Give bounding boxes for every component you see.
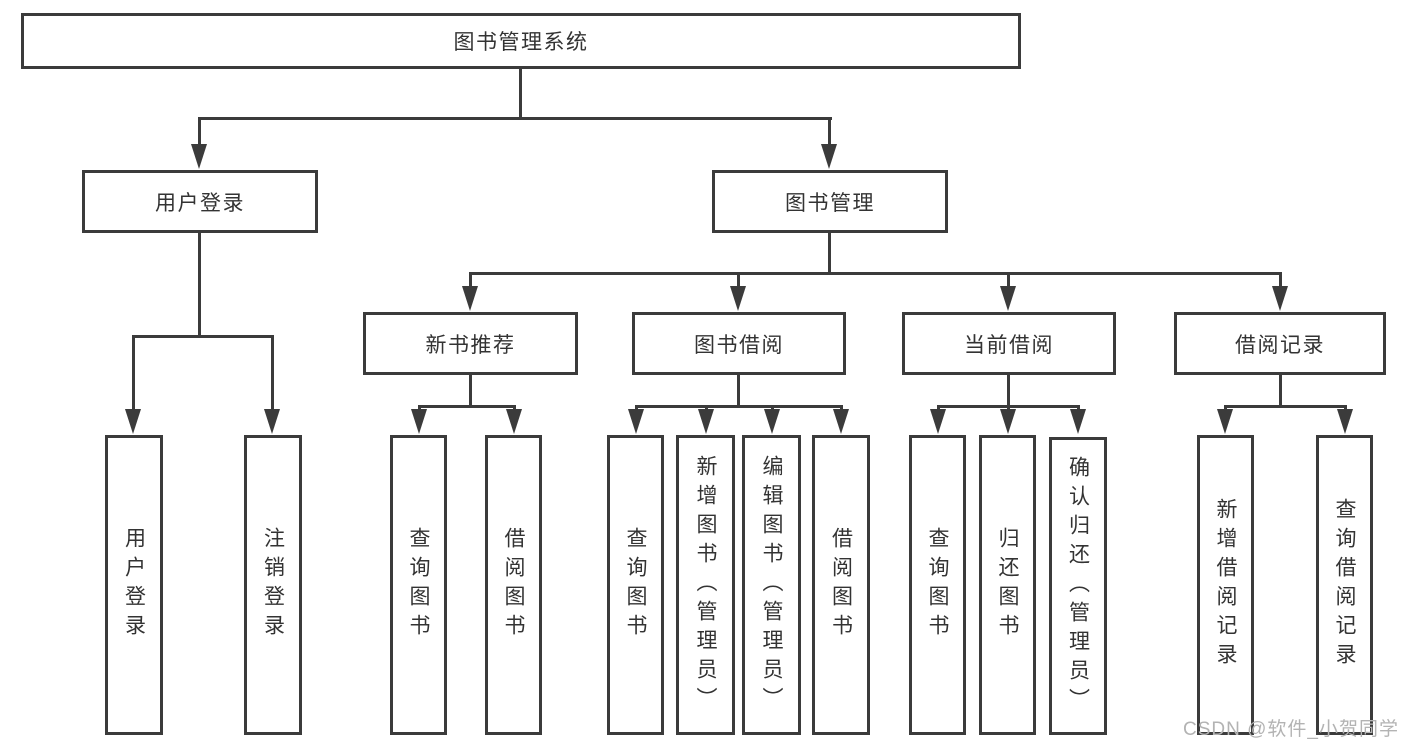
connector-line [198, 117, 832, 120]
connector-line [132, 335, 135, 411]
connector-line [1279, 272, 1282, 288]
leaf-bb-query-books: 查询图书 [607, 435, 664, 735]
arrow-down-icon [698, 409, 714, 434]
arrow-down-icon [1272, 286, 1288, 311]
leaf-br-add-record: 新增借阅记录 [1197, 435, 1254, 735]
arrow-down-icon [833, 409, 849, 434]
arrow-down-icon [1000, 409, 1016, 434]
leaf-nr-query-books-label: 查询图书 [407, 527, 430, 643]
leaf-cb-query-books-label: 查询图书 [926, 527, 949, 643]
node-root-label: 图书管理系统 [453, 31, 589, 54]
connector-line [1007, 375, 1010, 408]
arrow-down-icon [1217, 409, 1233, 434]
leaf-user-login: 用户登录 [105, 435, 163, 735]
arrow-down-icon [821, 144, 837, 169]
leaf-cb-query-books: 查询图书 [909, 435, 966, 735]
connector-line [469, 272, 472, 288]
node-borrowing-records: 借阅记录 [1174, 312, 1386, 375]
leaf-br-query-record: 查询借阅记录 [1316, 435, 1373, 735]
leaf-user-login-label: 用户登录 [122, 527, 146, 643]
connector-line [828, 233, 831, 275]
leaf-bb-add-books-label: 新增图书（管理员） [694, 454, 717, 716]
arrow-down-icon [264, 409, 280, 434]
node-borrowing-records-label: 借阅记录 [1235, 333, 1325, 357]
node-user-login-label: 用户登录 [155, 191, 245, 215]
connector-line [198, 233, 201, 338]
arrow-down-icon [1070, 409, 1086, 434]
arrow-down-icon [764, 409, 780, 434]
leaf-nr-borrow-books: 借阅图书 [485, 435, 542, 735]
node-new-book-recommend: 新书推荐 [363, 312, 578, 375]
node-current-borrowing-label: 当前借阅 [964, 333, 1054, 357]
leaf-logout: 注销登录 [244, 435, 302, 735]
connector-line [519, 69, 522, 119]
connector-line [469, 272, 1282, 275]
connector-line [737, 375, 740, 408]
connector-line [418, 405, 516, 408]
node-book-management: 图书管理 [712, 170, 948, 233]
leaf-bb-edit-books: 编辑图书（管理员） [742, 435, 801, 735]
connector-line [828, 117, 831, 147]
leaf-bb-edit-books-label: 编辑图书（管理员） [760, 454, 783, 716]
connector-line [1279, 375, 1282, 408]
leaf-cb-return-books: 归还图书 [979, 435, 1036, 735]
leaf-bb-add-books: 新增图书（管理员） [676, 435, 735, 735]
leaf-br-add-record-label: 新增借阅记录 [1214, 498, 1237, 672]
arrow-down-icon [191, 144, 207, 169]
connector-line [1007, 272, 1010, 288]
leaf-bb-borrow-books-label: 借阅图书 [829, 527, 853, 643]
leaf-cb-confirm-return-label: 确认归还（管理员） [1066, 455, 1090, 717]
arrow-down-icon [462, 286, 478, 311]
leaf-bb-borrow-books: 借阅图书 [812, 435, 870, 735]
arrow-down-icon [730, 286, 746, 311]
leaf-cb-return-books-label: 归还图书 [996, 527, 1019, 643]
leaf-logout-label: 注销登录 [261, 527, 285, 643]
arrow-down-icon [125, 409, 141, 434]
connector-line [635, 405, 843, 408]
connector-line [469, 375, 472, 408]
arrow-down-icon [1000, 286, 1016, 311]
node-root: 图书管理系统 [21, 13, 1021, 69]
leaf-br-query-record-label: 查询借阅记录 [1333, 498, 1356, 672]
arrow-down-icon [506, 409, 522, 434]
connector-line [198, 117, 201, 147]
arrow-down-icon [628, 409, 644, 434]
connector-line [132, 335, 274, 338]
node-book-borrowing: 图书借阅 [632, 312, 846, 375]
arrow-down-icon [1337, 409, 1353, 434]
connector-line [271, 335, 274, 411]
node-new-book-recommend-label: 新书推荐 [425, 333, 516, 357]
connector-line [1224, 405, 1346, 408]
node-user-login: 用户登录 [82, 170, 318, 233]
arrow-down-icon [930, 409, 946, 434]
node-current-borrowing: 当前借阅 [902, 312, 1116, 375]
arrow-down-icon [411, 409, 427, 434]
connector-line [737, 272, 740, 288]
leaf-nr-query-books: 查询图书 [390, 435, 447, 735]
watermark: CSDN @软件_小贺同学 [1183, 719, 1399, 740]
leaf-cb-confirm-return: 确认归还（管理员） [1049, 437, 1107, 735]
node-book-management-label: 图书管理 [785, 191, 875, 215]
leaf-bb-query-books-label: 查询图书 [624, 527, 647, 643]
leaf-nr-borrow-books-label: 借阅图书 [502, 527, 525, 643]
node-book-borrowing-label: 图书借阅 [694, 333, 784, 357]
